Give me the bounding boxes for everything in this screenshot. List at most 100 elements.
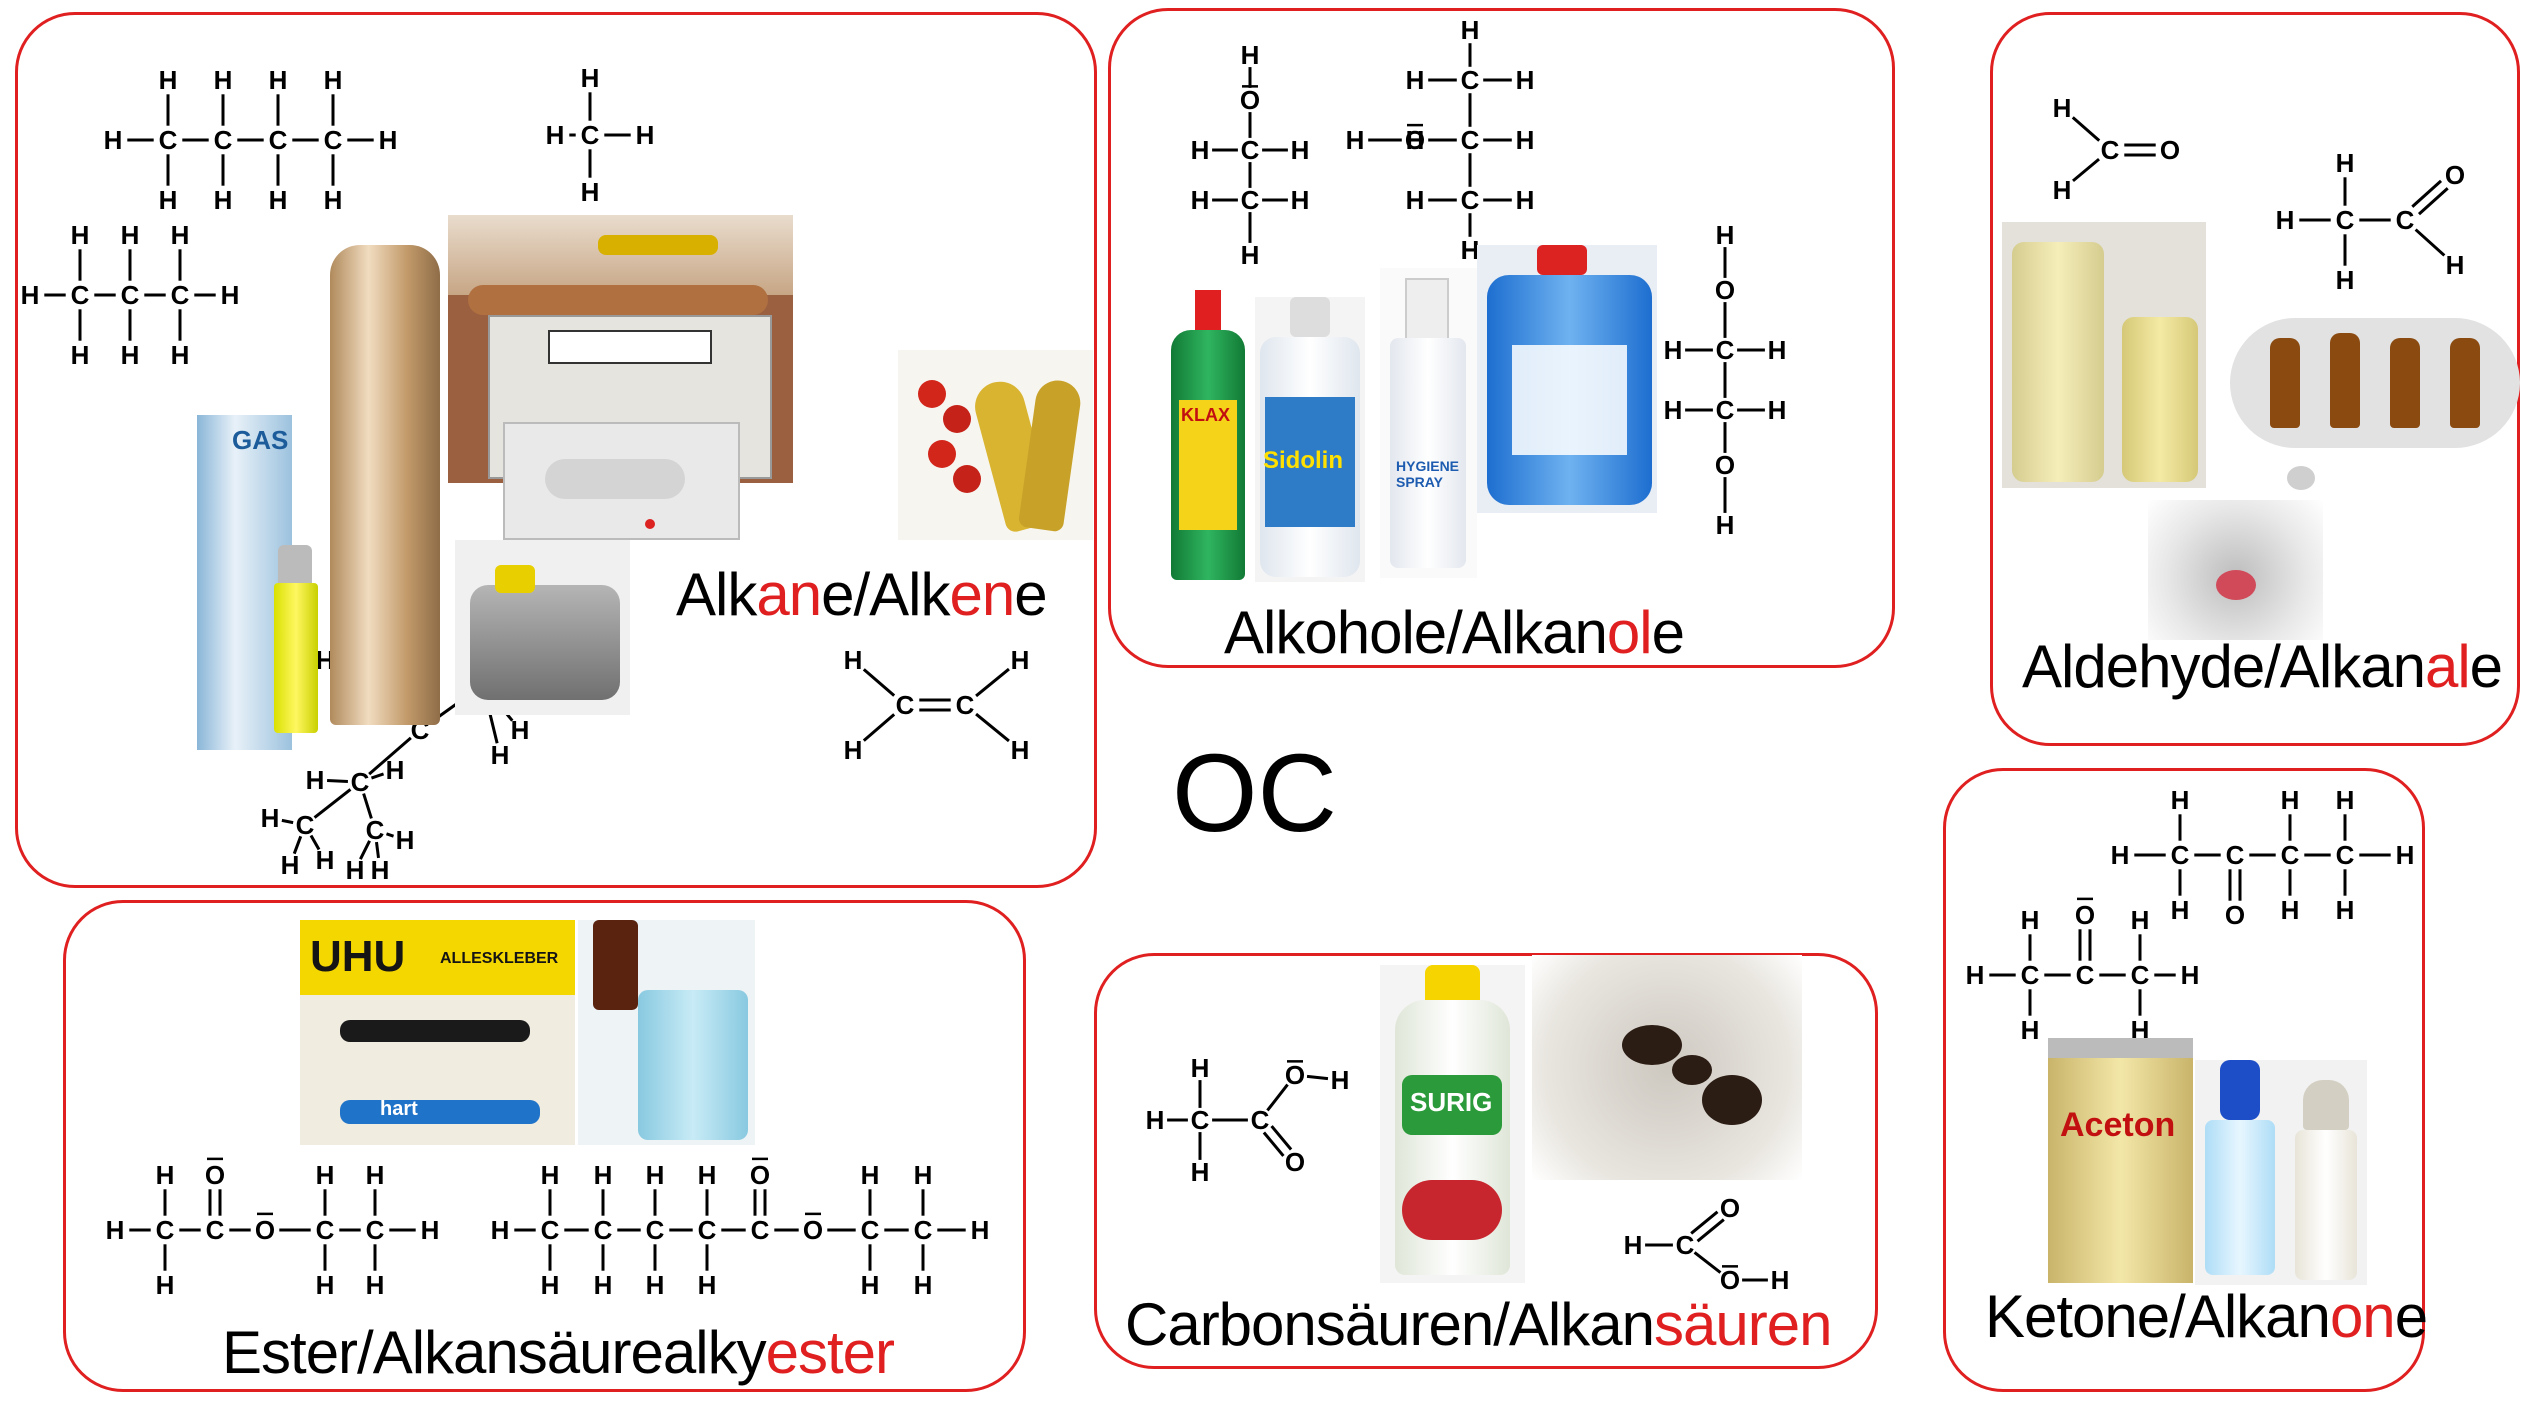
atom-H: H [594,1160,613,1190]
label-carbon: Carbonsäuren/Alkansäuren [1125,1291,1832,1358]
atom-H: H [366,1160,385,1190]
atom-H: H [306,765,325,795]
atom-H: H [421,1215,440,1245]
atom-H: H [221,280,240,310]
specimen-jar-photo-2 [2114,222,2206,488]
bond [1262,1131,1285,1157]
bond [1306,1074,1329,1081]
atom-H: H [546,120,565,150]
atom-C: C [351,767,370,797]
atom-H: H [844,735,863,765]
atom-H: H [2053,175,2072,205]
atom-H: H [2336,785,2355,815]
atom-H: H [104,125,123,155]
atom-H: H [106,1215,125,1245]
atom-C: C [121,280,140,310]
label-alkane: Alkane/Alkene [676,561,1048,628]
atom-H: H [2336,895,2355,925]
atom-H: H [698,1160,717,1190]
atom-H: H [581,63,600,93]
atom-H: H [324,65,343,95]
atom-H: H [2446,250,2465,280]
atom-H: H [581,177,600,207]
atom-C: C [2336,840,2355,870]
specimen-jar-photo-1 [2002,222,2114,488]
atom-C: C [956,690,975,720]
antifreeze-canister-photo [1477,245,1657,513]
atom-H: H [159,65,178,95]
atom-H: H [541,1270,560,1300]
bond [2072,158,2100,182]
atom-C: C [1461,125,1480,155]
atom-H: H [171,220,190,250]
atom-H: H [316,645,335,675]
atom-C: C [366,815,385,845]
thought-dot-large [2287,466,2315,490]
atom-O: O [2075,900,2095,930]
hairspray-photo [330,245,440,725]
bond [2071,116,2101,142]
atom-H: H [1516,65,1535,95]
atom-C: C [159,125,178,155]
atom-H: H [316,845,335,875]
atom-C: C [581,120,600,150]
atom-H: H [269,185,288,215]
atom-H: H [636,120,655,150]
atom-C: C [2101,135,2120,165]
atom-H: H [1771,1265,1790,1295]
atom-C: C [296,810,315,840]
atom-C: C [214,125,233,155]
bond [292,835,303,855]
atom-H: H [971,1215,990,1245]
atom-H: H [2281,895,2300,925]
atom-C: C [71,280,90,310]
bond [1690,1210,1719,1235]
atom-O: O [1285,1147,1305,1177]
atom-C: C [2171,840,2190,870]
atom-C: C [269,125,288,155]
atom-H: H [1191,1157,1210,1187]
atom-H: H [2171,785,2190,815]
surig-bottle-photo: SURIG [1380,965,1525,1283]
bond [1270,1125,1293,1151]
atom-H: H [1011,735,1030,765]
atom-H: H [2021,905,2040,935]
atom-H: H [914,1160,933,1190]
bond [370,772,385,780]
bond [368,736,412,776]
atom-H: H [1191,1053,1210,1083]
atom-O: O [255,1215,275,1245]
atom-H: H [2131,905,2150,935]
atom-H: H [1624,1230,1643,1260]
atom-H: H [1191,185,1210,215]
center-title-oc: OC [1172,732,1337,855]
atom-H: H [1191,135,1210,165]
label-aldehyde: Aldehyde/Alkanale [2022,633,2503,700]
atom-H: H [366,1270,385,1300]
atom-H: H [1768,335,1787,365]
atom-H: H [281,850,300,880]
atom-H: H [21,280,40,310]
atom-O: O [205,1160,225,1190]
atom-C: C [2131,960,2150,990]
atom-C: C [1251,1105,1270,1135]
atom-C: C [2226,840,2245,870]
atom-H: H [379,125,398,155]
atom-H: H [156,1270,175,1300]
atom-H: H [844,645,863,675]
atom-H: H [1241,40,1260,70]
atom-C: C [1241,135,1260,165]
aroma-bottle-photo [578,920,755,1145]
bond [975,712,1010,743]
ant-photo [1532,955,1802,1180]
bond [1266,1083,1289,1112]
atom-C: C [366,1215,385,1245]
atom-H: H [1241,240,1260,270]
